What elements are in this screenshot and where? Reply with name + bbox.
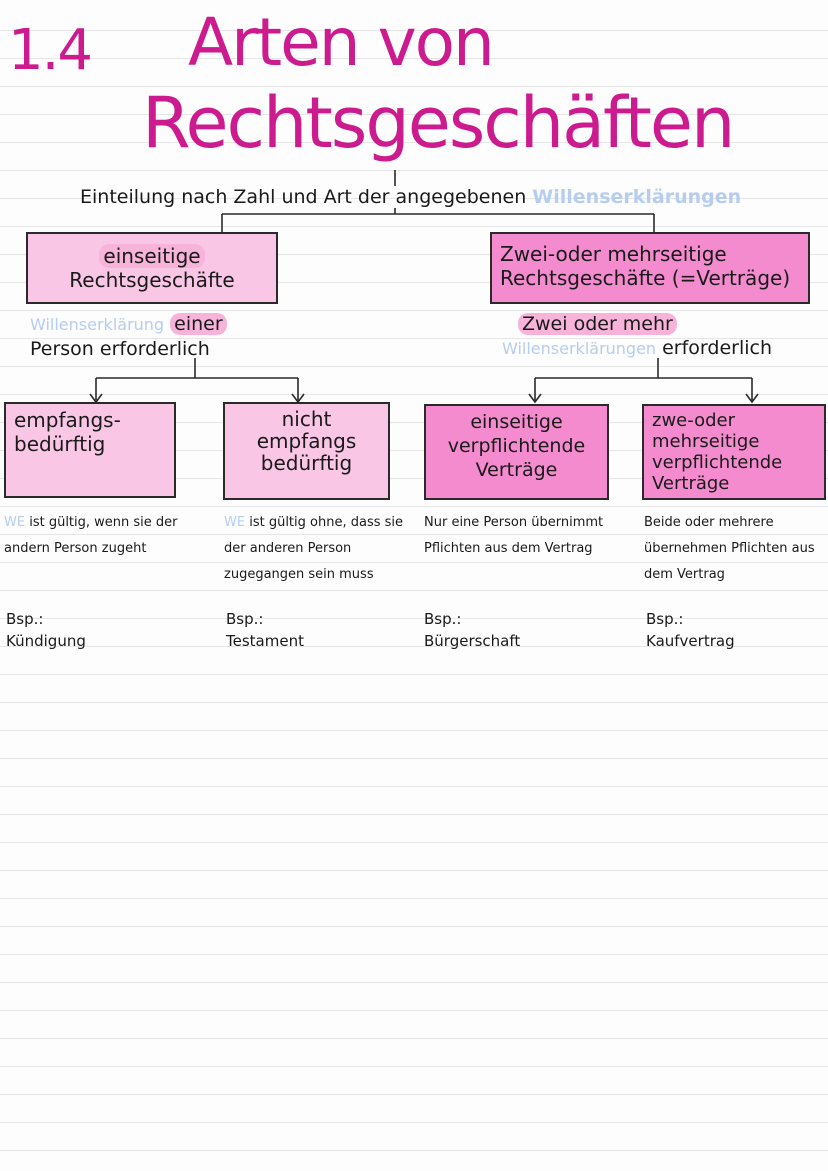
- example-value: Kündigung: [6, 632, 86, 650]
- section-number: 1.4: [8, 18, 93, 83]
- box-empfangsbeduerftig: empfangs- bedürftig: [4, 402, 176, 498]
- box-einseitige-vertraege: einseitige verpflichtende Verträge: [424, 404, 609, 500]
- example-label: Bsp.:: [226, 610, 264, 628]
- heading-highlight: Willenserklärungen: [532, 186, 742, 208]
- example-label: Bsp.:: [424, 610, 462, 628]
- box-einseitige-rechtsgeschaefte: einseitige Rechtsgeschäfte: [26, 232, 278, 304]
- we-abbreviation: WE: [224, 515, 246, 530]
- description-nicht-empfangsbeduerftig: WE ist gültig ohne, dass sie der anderen…: [224, 510, 414, 588]
- note-line1: Zwei oder mehr: [518, 313, 677, 335]
- example-value: Testament: [226, 632, 304, 650]
- box-label-line1: einseitige: [99, 244, 205, 268]
- note-suffix: erforderlich: [662, 337, 773, 359]
- description-empfangsbeduerftig: WE ist gültig, wenn sie der andern Perso…: [4, 510, 194, 562]
- example-value: Bürgerschaft: [424, 632, 521, 650]
- description-text: ist gültig ohne, dass sie der anderen Pe…: [224, 515, 404, 582]
- note-willenserklaerung: Willenserklärung: [30, 315, 165, 334]
- right-branch-note: Zwei oder mehr Willenserklärungen erford…: [502, 312, 822, 361]
- tree-connectors: [89, 170, 759, 404]
- left-branch-note: Willenserklärung einer Person erforderli…: [30, 312, 227, 361]
- description-mehrseitige-vertraege: Beide oder mehrere übernehmen Pflichten …: [644, 515, 815, 582]
- note-mark-einer: einer: [170, 313, 227, 335]
- page-title-line2: Rechtsgeschäften: [142, 82, 735, 164]
- example-nicht-empfangsbeduerftig: Bsp.: Testament: [226, 608, 304, 652]
- description-einseitige-vertraege: Nur eine Person übernimmt Pflichten aus …: [424, 515, 604, 556]
- example-einseitige-vertraege: Bsp.: Bürgerschaft: [424, 608, 520, 652]
- box-label-line1: Zwei-oder mehrseitige: [500, 242, 727, 266]
- classification-heading: Einteilung nach Zahl und Art der angegeb…: [80, 186, 741, 208]
- heading-text: Einteilung nach Zahl und Art der angegeb…: [80, 186, 527, 208]
- note-line2: Person erforderlich: [30, 338, 210, 360]
- page-title-line1: Arten von: [188, 4, 495, 81]
- note-willenserklaerungen: Willenserklärungen: [502, 339, 657, 358]
- box-nicht-empfangsbeduerftig: nicht empfangs bedürftig: [223, 402, 390, 500]
- box-label-line2: Rechtsgeschäfte (=Verträge): [500, 266, 791, 290]
- example-empfangsbeduerftig: Bsp.: Kündigung: [6, 608, 86, 652]
- example-label: Bsp.:: [646, 610, 684, 628]
- example-mehrseitige-vertraege: Bsp.: Kaufvertrag: [646, 608, 735, 652]
- description-text: ist gültig, wenn sie der andern Person z…: [4, 515, 178, 556]
- box-mehrseitige-vertraege: zwe-oder mehrseitige verpflichtende Vert…: [642, 404, 826, 500]
- box-mehrseitige-rechtsgeschaefte: Zwei-oder mehrseitige Rechtsgeschäfte (=…: [490, 232, 810, 304]
- we-abbreviation: WE: [4, 515, 26, 530]
- box-label-line2: Rechtsgeschäfte: [69, 268, 235, 292]
- example-label: Bsp.:: [6, 610, 44, 628]
- example-value: Kaufvertrag: [646, 632, 735, 650]
